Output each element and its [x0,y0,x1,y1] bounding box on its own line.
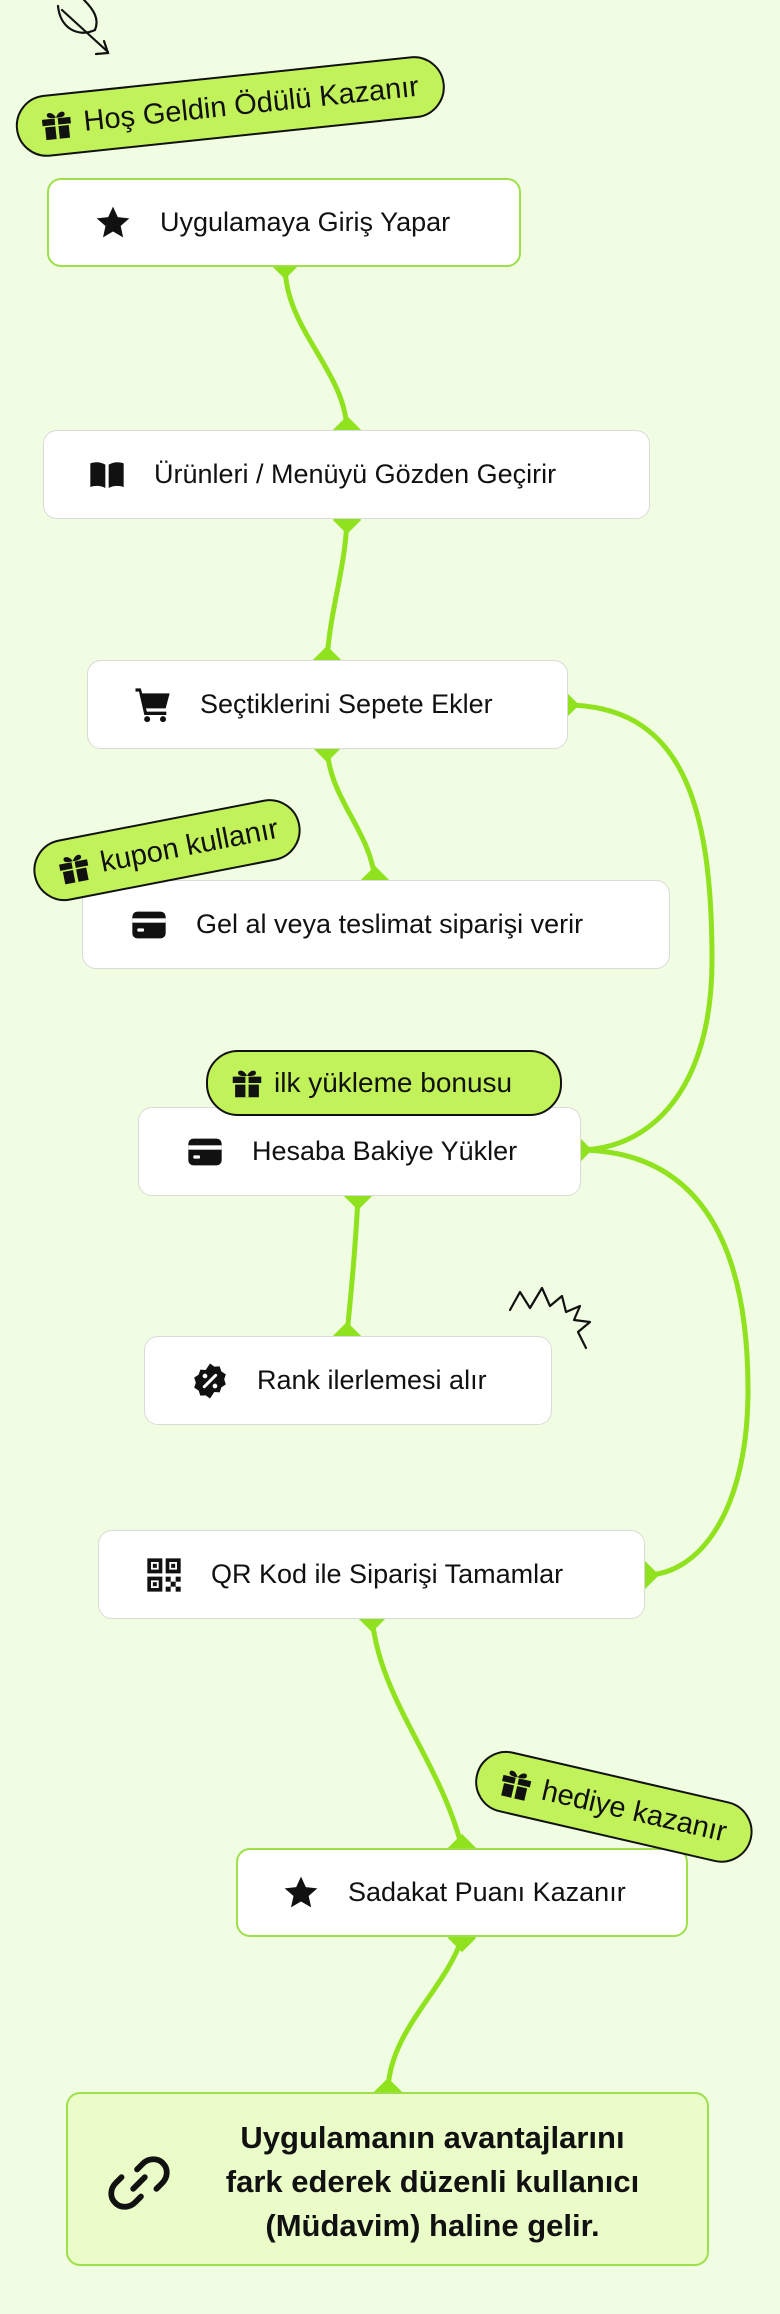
star-icon [280,1872,322,1914]
step-label: Seçtiklerini Sepete Ekler [200,689,493,719]
connector-8-9 [385,1935,465,2093]
step-label: QR Kod ile Siparişi Tamamlar [211,1559,564,1589]
step-login[interactable]: Uygulamaya Giriş Yapar [47,178,521,267]
step-rank-progress[interactable]: Rank ilerlemesi alır [144,1336,552,1425]
connector-7-8 [369,1615,465,1851]
gift-icon [52,846,97,891]
final-line: (Müdavim) haline gelir. [265,2208,600,2243]
qr-code-icon [143,1554,185,1596]
step-label: Ürünleri / Menüyü Gözden Geçirir [154,459,557,489]
discount-badge-icon [189,1360,231,1402]
credit-card-icon [184,1131,226,1173]
step-label: Sadakat Puanı Kazanır [348,1877,626,1907]
reward-gift-badge: hediye kazanır [469,1744,759,1869]
connector-1-2 [282,262,350,433]
gift-icon [228,1064,266,1102]
spark-doodle-icon [508,1286,592,1350]
reward-coupon-badge: kupon kullanır [28,793,306,907]
reward-welcome-badge: Hoş Geldin Ödülü Kazanır [12,53,448,160]
reward-first-topup-badge: ilk yükleme bonusu [206,1050,562,1116]
final-outcome-box: Uygulamanın avantajlarını fark ederek dü… [66,2092,709,2266]
step-loyalty-points[interactable]: Sadakat Puanı Kazanır [236,1848,688,1937]
step-label: Gel al veya teslimat siparişi verir [196,909,584,939]
cart-icon [132,684,174,726]
step-top-up-balance[interactable]: Hesaba Bakiye Yükler [138,1107,581,1196]
final-line: fark ederek düzenli kullanıcı [225,2164,640,2199]
gift-icon [493,1761,539,1807]
final-line: Uygulamanın avantajlarını [240,2120,625,2155]
book-icon [86,454,128,496]
loop-link-icon [108,2152,170,2214]
connector-3-4 [324,745,378,883]
reward-label: ilk yükleme bonusu [274,1067,513,1098]
step-label: Hesaba Bakiye Yükler [252,1136,518,1166]
star-icon [92,202,134,244]
step-label: Rank ilerlemesi alır [257,1365,487,1395]
step-label: Uygulamaya Giriş Yapar [160,207,451,237]
step-qr-complete[interactable]: QR Kod ile Siparişi Tamamlar [98,1530,645,1619]
connector-5-6 [344,1193,361,1339]
gift-icon [36,104,78,146]
step-place-order[interactable]: Gel al veya teslimat siparişi verir [82,880,670,969]
step-browse-menu[interactable]: Ürünleri / Menüyü Gözden Geçirir [43,430,650,519]
leaf-doodle-icon [56,0,110,56]
connector-3-5 [562,702,715,1153]
final-outcome-text: Uygulamanın avantajlarını fark ederek dü… [178,2116,687,2248]
step-add-to-cart[interactable]: Seçtiklerini Sepete Ekler [87,660,568,749]
connector-2-3 [324,517,350,663]
credit-card-icon [128,904,170,946]
connector-5-7 [575,1147,751,1578]
